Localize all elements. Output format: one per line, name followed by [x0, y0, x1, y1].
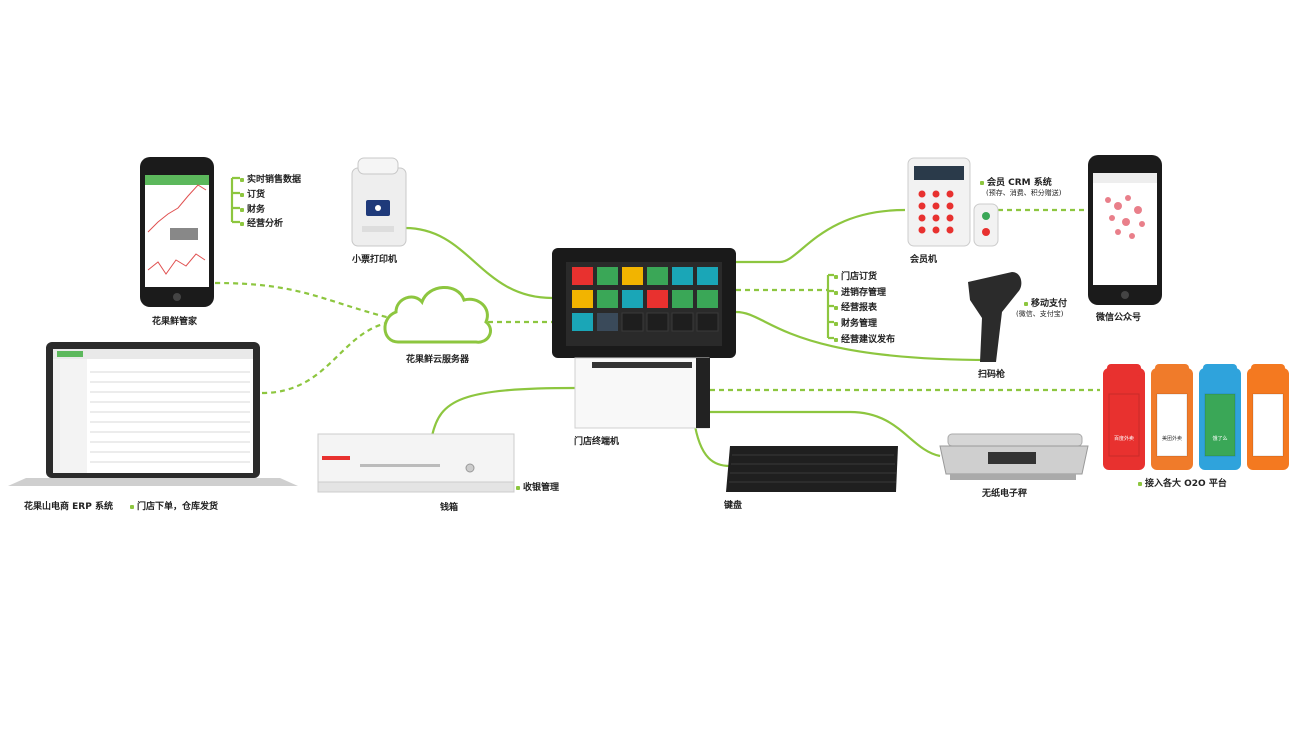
bracket-terminal-features	[826, 273, 834, 340]
crm-detail: (预存、消费、积分赠送)	[986, 189, 1062, 197]
keyboard-device	[726, 446, 898, 492]
mobile-pay-title: 移动支付	[1024, 296, 1067, 309]
keyboard-label: 键盘	[724, 501, 743, 511]
terminal-tile	[622, 290, 643, 308]
line-terminal-scale	[710, 410, 941, 458]
terminal-tile	[672, 290, 693, 308]
scanner-device	[968, 272, 1022, 362]
terminal-tile-empty	[671, 312, 694, 332]
erp-note: 门店下单，仓库发货	[130, 499, 218, 512]
laptop-erp-device	[8, 342, 298, 486]
terminal-feature-2: 进销存管理	[834, 285, 886, 298]
terminal-feature-4: 财务管理	[834, 316, 877, 329]
line-phone-cloud	[214, 281, 391, 320]
o2o-device-name: 淘宝网	[1260, 435, 1275, 442]
o2o-device: 百度外卖	[1103, 364, 1145, 470]
pos-terminal-device	[552, 248, 736, 429]
cash-note: 收银管理	[516, 480, 559, 493]
cloud-label: 花果鲜云服务器	[406, 355, 470, 365]
terminal-tile	[597, 290, 618, 308]
line-printer-terminal	[404, 226, 553, 300]
o2o-device-name: 百度外卖	[1114, 435, 1134, 442]
phone-feature-3: 财务	[240, 202, 265, 215]
mobile-pay-detail: (微信、支付宝)	[1016, 310, 1064, 318]
scale-device	[939, 433, 1089, 480]
wechat-phone-device	[1088, 155, 1162, 305]
o2o-device-name: 饿了么	[1212, 435, 1227, 442]
terminal-tile	[672, 267, 693, 285]
crm-title: 会员 CRM 系统	[980, 175, 1052, 188]
terminal-tile-empty	[696, 312, 719, 332]
terminal-tile	[572, 290, 593, 308]
cloud-server-icon	[383, 286, 492, 344]
scanner-label: 扫码枪	[978, 370, 1006, 380]
o2o-device: 美团外卖	[1151, 364, 1193, 470]
phone-feature-2: 订货	[240, 187, 265, 200]
phone-feature-4: 经营分析	[240, 216, 283, 229]
line-drawer-terminal	[430, 386, 576, 437]
o2o-device-name: 美团外卖	[1162, 435, 1182, 442]
line-terminal-member	[736, 208, 906, 264]
terminal-tile	[647, 290, 668, 308]
terminal-tile	[697, 290, 718, 308]
bracket-phone-features	[230, 176, 240, 224]
cash-drawer-device	[317, 433, 515, 493]
terminal-tile-empty	[646, 312, 669, 332]
phone-feature-1: 实时销售数据	[240, 172, 301, 185]
line-terminal-scanner	[735, 310, 991, 362]
o2o-device: 淘宝网	[1247, 364, 1289, 470]
connection-lines	[214, 176, 1100, 468]
terminal-tile-empty	[621, 312, 644, 332]
terminal-feature-5: 经营建议发布	[834, 332, 895, 345]
o2o-device: 饿了么	[1199, 364, 1241, 470]
line-keyboard-terminal	[692, 419, 731, 468]
erp-label: 花果山电商 ERP 系统	[24, 502, 113, 512]
printer-label: 小票打印机	[352, 255, 398, 265]
terminal-feature-1: 门店订货	[834, 269, 877, 282]
member-machine-label: 会员机	[910, 255, 938, 265]
wechat-label: 微信公众号	[1096, 313, 1142, 323]
terminal-tile	[622, 267, 643, 285]
terminal-screen-tiles	[572, 267, 719, 332]
cash-drawer-label: 钱箱	[440, 503, 459, 513]
member-machine-device	[907, 157, 999, 247]
terminal-tile	[572, 313, 593, 331]
o2o-platform-devices: 百度外卖 美团外卖 饿了么 淘宝网	[1103, 364, 1289, 470]
o2o-label: 接入各大 O2O 平台	[1138, 476, 1227, 489]
terminal-tile	[647, 267, 668, 285]
printer-device	[351, 157, 407, 247]
terminal-label: 门店终端机	[574, 437, 620, 447]
terminal-tile	[597, 267, 618, 285]
terminal-feature-3: 经营报表	[834, 300, 877, 313]
phone-manager-device	[140, 157, 214, 307]
phone-manager-label: 花果鲜管家	[152, 317, 198, 327]
line-erp-cloud	[261, 320, 393, 395]
terminal-tile	[697, 267, 718, 285]
scale-label: 无纸电子秤	[982, 489, 1028, 499]
terminal-tile	[597, 313, 618, 331]
terminal-tile	[572, 267, 593, 285]
